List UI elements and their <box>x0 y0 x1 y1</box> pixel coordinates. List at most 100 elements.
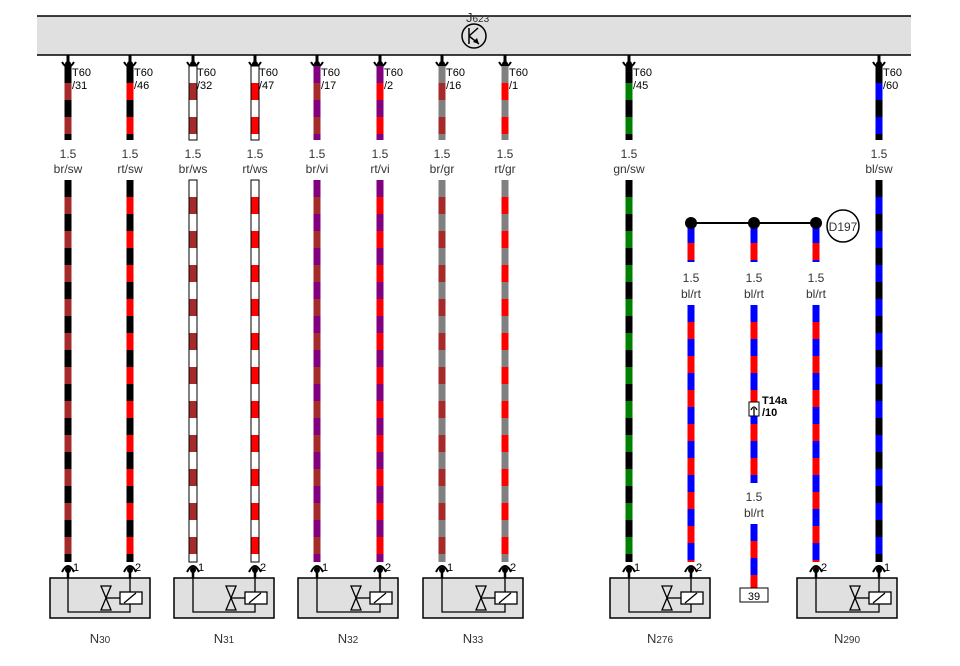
wire-segment-upper[interactable] <box>438 66 446 140</box>
wire-bl-rt[interactable]: 1.5 bl/rt 2 <box>806 217 827 578</box>
valve-coil-icon <box>100 585 143 611</box>
component-pin-icon <box>872 565 886 578</box>
connector-pin-label: /10 <box>762 407 777 419</box>
component-pin-icon <box>373 565 387 578</box>
connector-label: T60 <box>259 67 278 79</box>
wire-segment-lower[interactable] <box>250 179 260 563</box>
component-pin-icon <box>186 565 200 578</box>
connector-pin-icon <box>498 55 512 68</box>
splice-node-icon <box>748 217 760 229</box>
wire-segment-lower[interactable] <box>501 180 509 562</box>
wire-segment-lower[interactable] <box>438 180 446 562</box>
component-pin-icon <box>435 565 449 578</box>
wire-segment-upper[interactable] <box>376 66 384 140</box>
wire-segment-upper[interactable] <box>875 66 883 140</box>
wire-size-label: 1.5 <box>746 490 763 504</box>
wire-segment-lower[interactable] <box>313 180 321 562</box>
wire-segment-upper[interactable] <box>313 66 321 140</box>
wire-color-label: rt/vi <box>370 162 389 176</box>
wire-color-label: gn/sw <box>613 162 645 176</box>
wire-segment-lower[interactable] <box>126 180 134 562</box>
wire-segment-lower[interactable] <box>376 180 384 562</box>
wire-color-label: rt/ws <box>242 162 267 176</box>
wire-size-label: 1.5 <box>185 147 202 161</box>
connector-pin-icon <box>61 55 75 68</box>
solenoid-valve-n30[interactable]: N30 <box>49 577 151 646</box>
wire-br-sw[interactable]: T60/311.5br/sw1 <box>54 55 91 578</box>
wire-segment-lower[interactable] <box>188 179 198 563</box>
component-pin-number: 1 <box>322 562 328 574</box>
wire-segment-ground[interactable] <box>750 524 758 588</box>
component-pin-number: 2 <box>821 562 827 574</box>
wire-color-label: br/sw <box>54 162 83 176</box>
component-pin-number: 1 <box>198 562 204 574</box>
splice-d197[interactable]: D197 <box>691 209 860 243</box>
connector-pin-label: /60 <box>883 80 898 92</box>
component-pin-icon <box>622 565 636 578</box>
component-pin-number: 1 <box>73 562 79 574</box>
wire-br-vi[interactable]: T60/171.5br/vi1 <box>306 55 340 578</box>
wire-color-label: bl/rt <box>806 287 827 301</box>
component-label: N33 <box>463 631 484 646</box>
wire-segment-upper[interactable] <box>750 226 758 262</box>
wire-rt-vi[interactable]: T60/21.5rt/vi2 <box>370 55 403 578</box>
wire-segment-upper[interactable] <box>188 65 198 141</box>
wire-segment-lower[interactable] <box>64 180 72 562</box>
wire-segment-upper[interactable] <box>126 66 134 140</box>
wire-color-label: bl/rt <box>744 287 765 301</box>
wire-rt-sw[interactable]: T60/461.5rt/sw2 <box>117 55 153 578</box>
valve-coil-icon <box>225 585 268 611</box>
wire-segment-lower[interactable] <box>812 305 820 562</box>
wire-rt-gr[interactable]: T60/11.5rt/gr2 <box>494 55 528 578</box>
connector-label: T60 <box>134 67 153 79</box>
wire-color-label: bl/sw <box>865 162 893 176</box>
wire-segment-lower[interactable] <box>750 305 758 483</box>
wire-size-label: 1.5 <box>434 147 451 161</box>
wire-bl-sw[interactable]: T60/601.5bl/sw1 <box>865 55 902 578</box>
inline-connector-t14a-icon <box>748 401 760 417</box>
ground-label: 39 <box>748 591 760 603</box>
solenoid-valve-n32[interactable]: N32 <box>297 577 399 646</box>
wire-bl-rt[interactable]: 1.5bl/rt2 <box>681 217 702 578</box>
wire-segment-upper[interactable] <box>64 66 72 140</box>
splice-label-d197: D197 <box>826 209 860 243</box>
wire-br-gr[interactable]: T60/161.5br/gr1 <box>430 55 465 578</box>
wire-segment-lower[interactable] <box>875 180 883 562</box>
connector-pin-label: /16 <box>446 80 461 92</box>
connector-pin-label: /32 <box>197 80 212 92</box>
solenoid-valve-n276[interactable]: N276 <box>609 577 711 646</box>
wire-size-label: 1.5 <box>247 147 264 161</box>
wire-segment-upper[interactable] <box>250 65 260 141</box>
wire-segment-upper[interactable] <box>812 226 820 262</box>
wire-segment-lower[interactable] <box>687 305 695 562</box>
component-pin-icon <box>684 565 698 578</box>
component-label: N276 <box>647 631 674 646</box>
connector-pin-icon <box>310 55 324 68</box>
connector-label: T60 <box>883 67 902 79</box>
wire-size-label: 1.5 <box>808 271 825 285</box>
solenoid-valve-n33[interactable]: N33 <box>422 577 524 646</box>
wire-segment-upper[interactable] <box>501 66 509 140</box>
wire-segment-upper[interactable] <box>625 66 633 140</box>
connector-pin-icon <box>872 55 886 68</box>
wire-br-ws[interactable]: T60/321.5br/ws1 <box>179 55 216 578</box>
ground-point-39[interactable]: 39 <box>739 587 769 603</box>
connector-pin-label: /1 <box>509 80 518 92</box>
connector-pin-icon <box>248 55 262 68</box>
connector-pin-label: /45 <box>633 80 648 92</box>
wire-segment-lower[interactable] <box>625 180 633 562</box>
control-unit-j623[interactable]: J623 <box>37 10 911 56</box>
transistor-icon <box>461 23 487 49</box>
wire-gn-sw[interactable]: T60/451.5gn/sw1 <box>613 55 652 578</box>
solenoid-valve-n31[interactable]: N31 <box>173 577 275 646</box>
splice-node-icon <box>685 217 697 229</box>
wire-segment-upper[interactable] <box>687 226 695 262</box>
wire-rt-ws[interactable]: T60/471.5rt/ws2 <box>242 55 278 578</box>
connector-label: T60 <box>72 67 91 79</box>
connector-label: T60 <box>509 67 528 79</box>
component-pin-number: 1 <box>634 562 640 574</box>
wire-size-label: 1.5 <box>309 147 326 161</box>
solenoid-valve-n290[interactable]: N290 <box>796 577 898 646</box>
connector-label: T60 <box>633 67 652 79</box>
